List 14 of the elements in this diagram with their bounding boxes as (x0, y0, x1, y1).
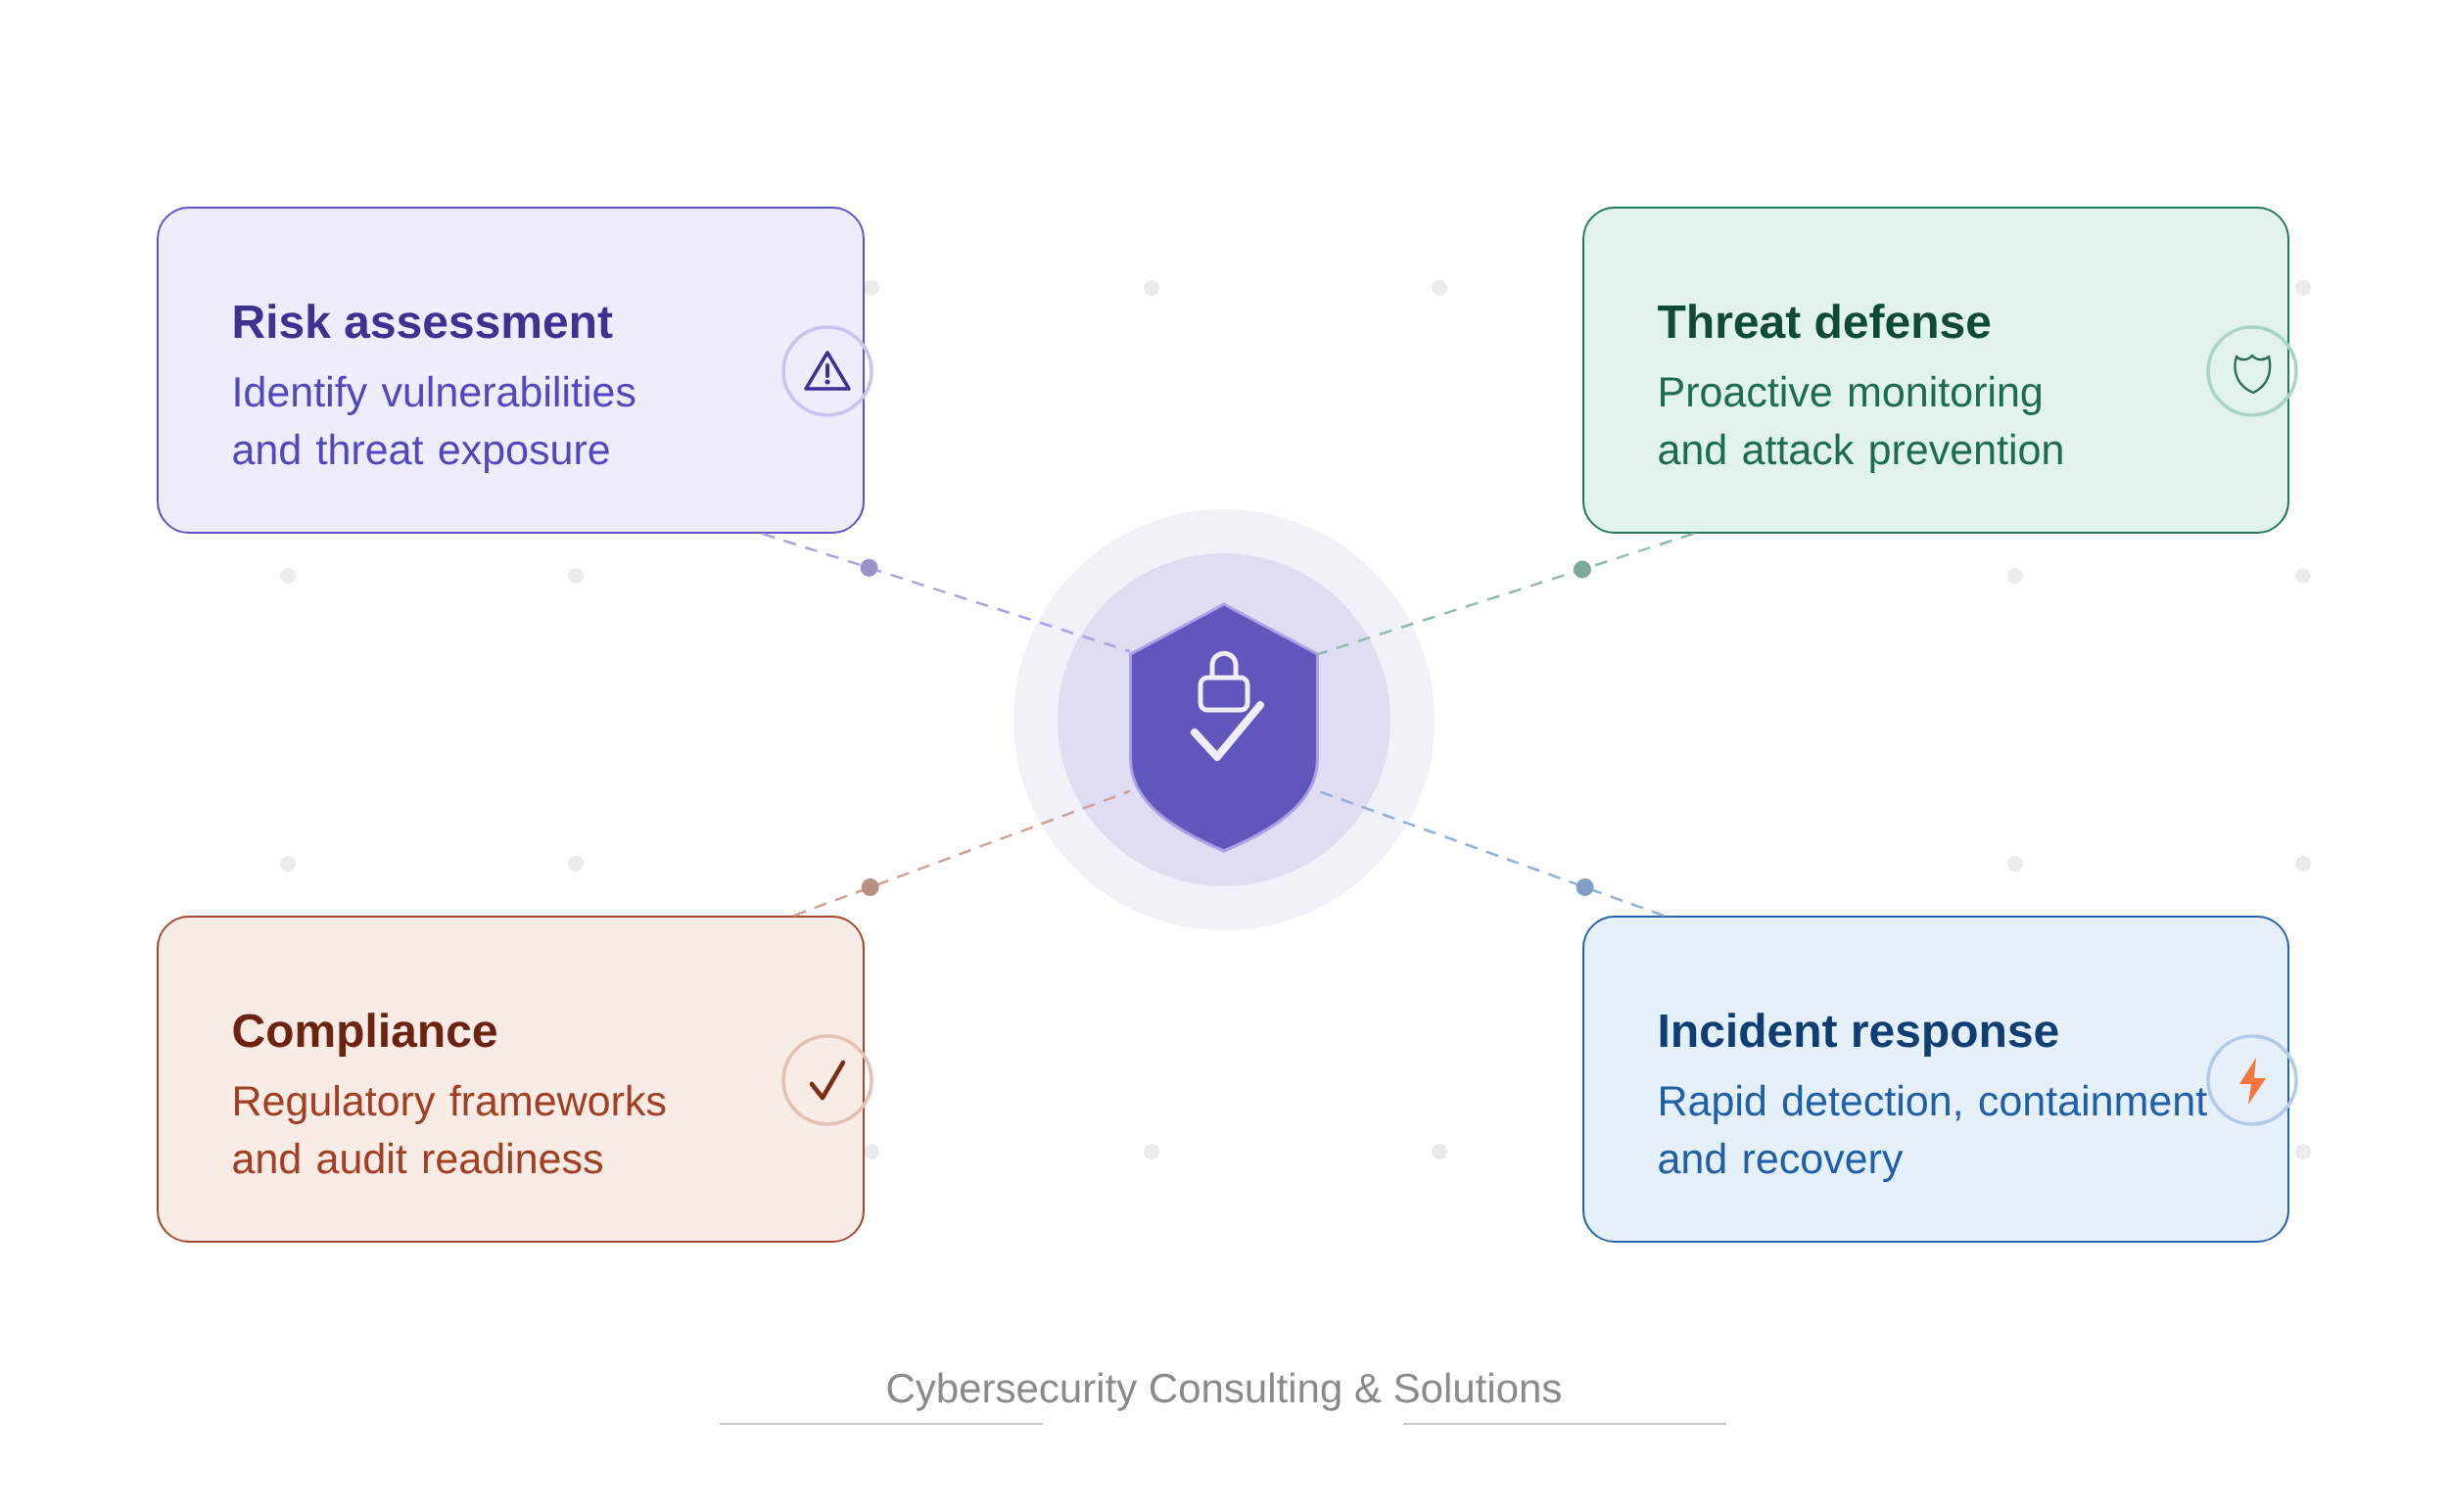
card-title: Compliance (233, 1013, 496, 1057)
caption: Cybersecurity Consulting & Solutions (887, 1372, 1561, 1411)
shield-lock-icon (1129, 602, 1319, 853)
card-title: Incident response (1660, 1013, 2058, 1057)
card-description: Rapid detection, containment and recovery (1659, 1084, 2207, 1182)
connector-line (1317, 789, 1665, 918)
card-description: Regulatory frameworks and audit readiness (233, 1084, 666, 1174)
card-description: Identify vulnerabilities and threat exposure (233, 375, 636, 473)
card-description: Proactive monitoring and attack prevention (1659, 375, 2062, 473)
connector-line (762, 532, 1131, 653)
connector-line (1317, 532, 1694, 656)
card-title: Risk assessment (234, 304, 613, 339)
card-title: Threat defense (1658, 304, 1991, 339)
connector-line (793, 789, 1131, 918)
